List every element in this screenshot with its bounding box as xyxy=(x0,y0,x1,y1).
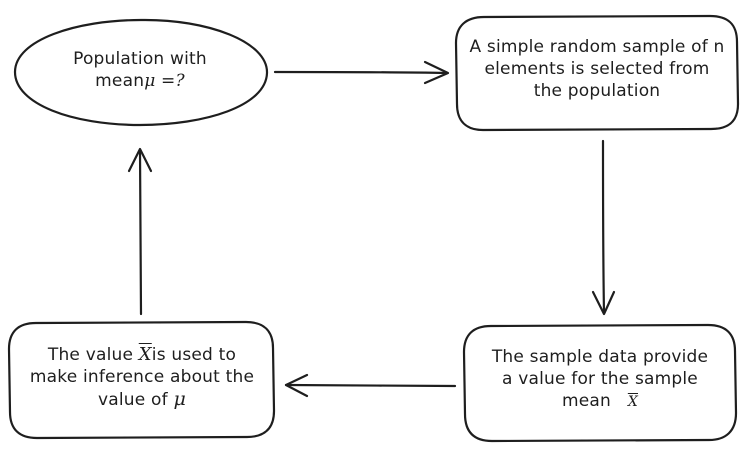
sample-node-box xyxy=(454,14,740,132)
arrow-sample-data-to-inference xyxy=(284,383,457,388)
inference-value-text: The value xyxy=(47,345,134,365)
population-mu-symbol: μ =? xyxy=(144,71,185,91)
population-line1: Population with xyxy=(73,49,207,69)
arrow-sample-to-sample-data xyxy=(601,139,606,315)
sample-data-mean-text: mean xyxy=(562,391,612,411)
inference-node-box xyxy=(7,320,276,440)
inference-line3: value of μ xyxy=(12,388,272,411)
sample-data-node-box xyxy=(462,323,738,443)
arrow-inference-to-population-head xyxy=(127,147,153,173)
inference-value-of-text: value of xyxy=(98,390,168,410)
arrow-inference-to-population xyxy=(138,148,143,316)
sample-mean-xbar-symbol: X xyxy=(627,394,638,410)
arrow-sample-to-sample-data-head xyxy=(591,290,616,316)
inference-line1: The value Xis used to xyxy=(12,344,272,366)
sample-data-line2: a value for the sample xyxy=(502,369,698,389)
sample-line3: the population xyxy=(533,81,661,101)
inference-xbar-symbol: X xyxy=(138,344,152,365)
sample-node-label: A simple random sample of n elements is … xyxy=(458,36,736,102)
sample-line2: elements is selected from xyxy=(484,59,710,79)
arrow-sample-data-to-inference-head xyxy=(284,373,309,398)
sample-data-line3: mean X xyxy=(466,390,734,413)
sample-data-node-label: The sample data provide a value for the … xyxy=(466,346,734,413)
arrow-population-to-sample-head xyxy=(423,60,450,85)
population-line2: meanμ =? xyxy=(40,70,240,92)
population-mean-text: mean xyxy=(95,71,145,91)
inference-line2: make inference about the xyxy=(29,367,255,387)
sample-data-line1: The sample data provide xyxy=(491,347,709,367)
arrow-population-to-sample xyxy=(273,70,449,75)
inference-mu-symbol: μ xyxy=(173,388,186,410)
inference-used-text: is used to xyxy=(151,345,237,365)
inference-node-label: The value Xis used to make inference abo… xyxy=(12,344,272,411)
population-node-ellipse xyxy=(13,18,269,127)
sample-line1: A simple random sample of n xyxy=(469,37,725,57)
population-node-label: Population with meanμ =? xyxy=(40,48,240,92)
